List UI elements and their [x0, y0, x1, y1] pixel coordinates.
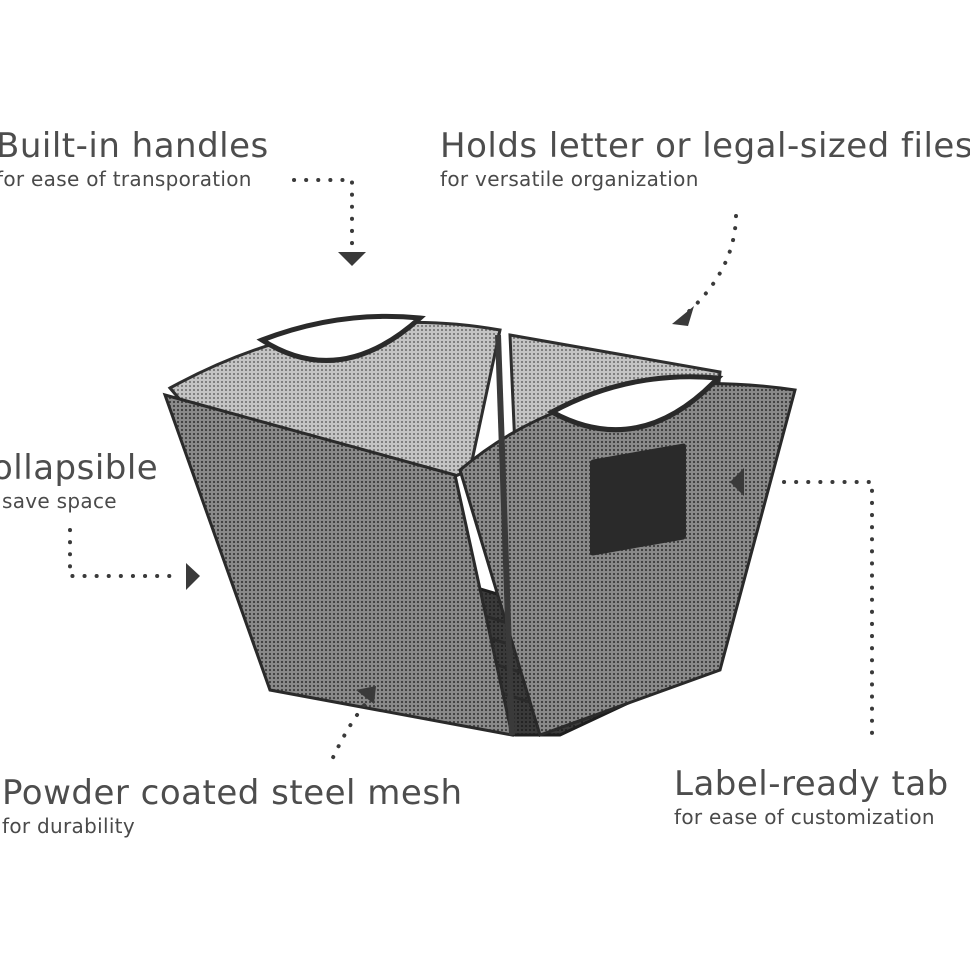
right-handle-cutout	[546, 374, 724, 433]
label-tab	[590, 443, 686, 556]
arrow-heads	[186, 252, 744, 704]
arrow-mesh-icon	[356, 686, 376, 704]
callout-title: Label-ready tab	[674, 764, 949, 804]
arrow-handles-icon	[338, 252, 366, 266]
callout-built-in-handles: Built-in handles for ease of transporati…	[0, 126, 269, 192]
dotted-leaders	[68, 178, 874, 766]
callout-label-tab: Label-ready tab for ease of customizatio…	[674, 764, 949, 830]
arrow-label-icon	[730, 468, 744, 496]
callout-subtitle: for ease of transporation	[0, 167, 252, 191]
arrow-collapse-icon	[186, 563, 200, 590]
hinge	[495, 334, 515, 736]
callout-holds-files: Holds letter or legal-sized files for ve…	[440, 126, 970, 192]
callout-subtitle: save space	[2, 489, 117, 513]
callout-subtitle: for durability	[2, 814, 135, 838]
callout-title: Holds letter or legal-sized files	[440, 126, 970, 166]
callout-steel-mesh: Powder coated steel mesh for durability	[2, 773, 463, 839]
callout-title: ollapsible	[0, 448, 159, 488]
callout-subtitle: for ease of customization	[674, 805, 935, 829]
arrow-holds-icon	[672, 306, 694, 326]
callout-title: Built-in handles	[0, 126, 269, 166]
left-handle-cutout	[256, 313, 426, 363]
callout-subtitle: for versatile organization	[440, 167, 699, 191]
callout-title: Powder coated steel mesh	[2, 773, 463, 813]
callout-collapsible: ollapsible save space	[0, 448, 158, 514]
